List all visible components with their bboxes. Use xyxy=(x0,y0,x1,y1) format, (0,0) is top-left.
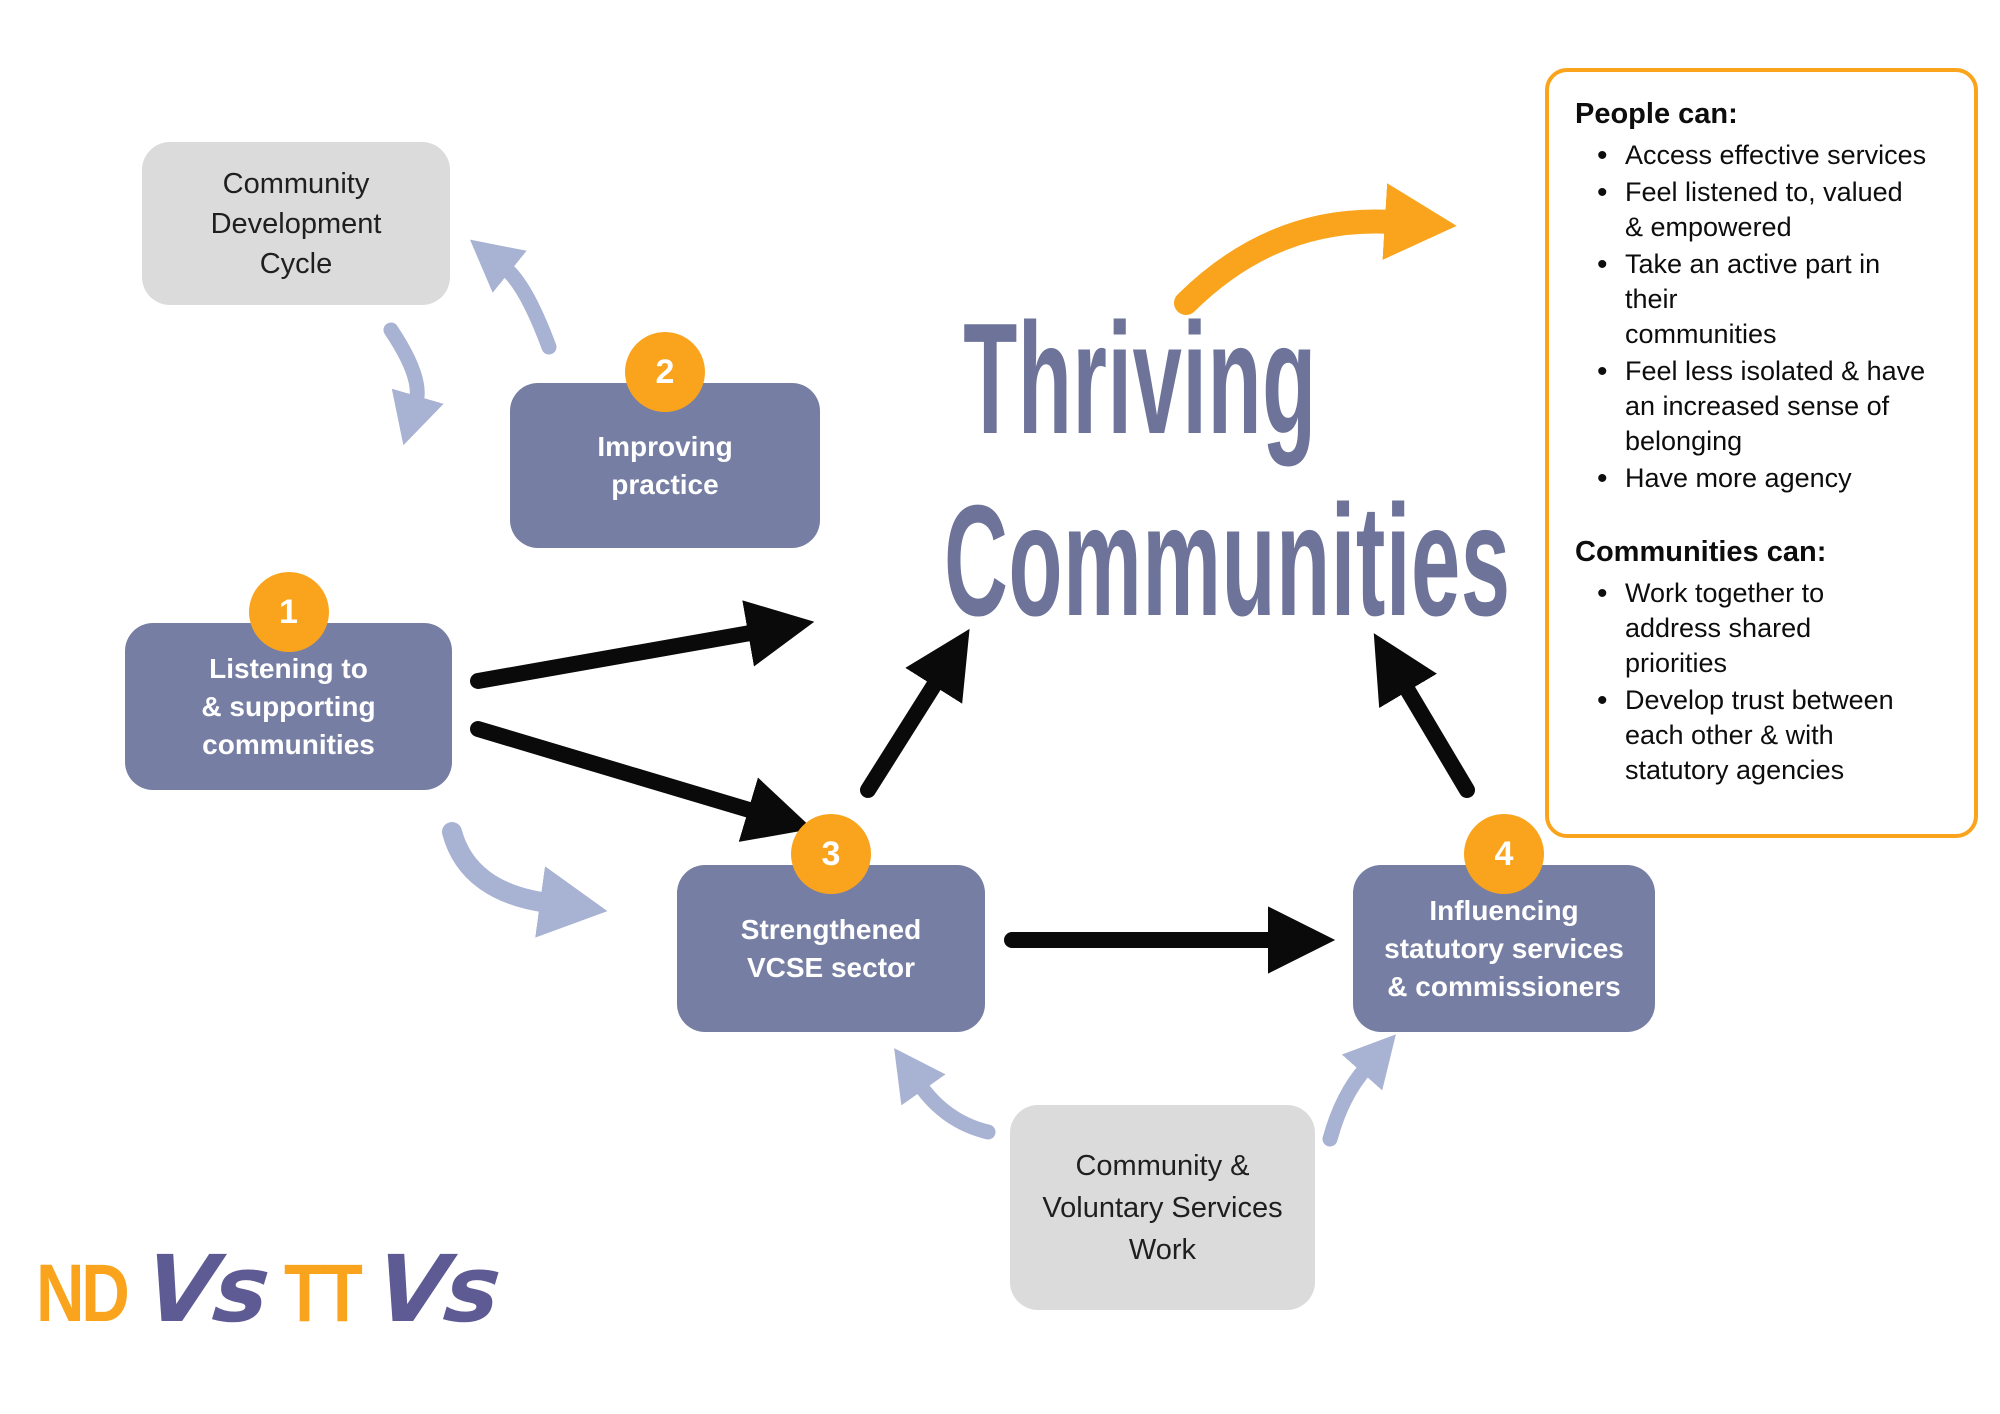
step1-label: Listening to & supporting communities xyxy=(201,652,376,760)
list-item: Feel less isolated & have an increased s… xyxy=(1597,354,1956,459)
step3-number-badge: 3 xyxy=(791,814,871,894)
list-item: Work together to address shared prioriti… xyxy=(1597,576,1956,681)
step2-label: Improving practice xyxy=(597,430,733,500)
page-title: Thriving Communities xyxy=(790,291,1511,649)
step3-label: Strengthened VCSE sector xyxy=(740,913,922,983)
list-item: Feel listened to, valued & empowered xyxy=(1597,175,1956,245)
step4-number-badge: 4 xyxy=(1464,814,1544,894)
arrow-cvsw-to-step3 xyxy=(894,1048,996,1140)
arrow-step1-to-step3-lavender xyxy=(442,822,608,938)
step2-number-badge: 2 xyxy=(625,332,705,412)
arrow-step1-to-title xyxy=(470,600,815,689)
step2-improving-practice-box: 2 Improving practice xyxy=(510,332,820,548)
list-item: Take an active part in their communities xyxy=(1597,247,1956,352)
communities-can-heading: Communities can: xyxy=(1575,536,1827,568)
people-can-list: Access effective services Feel listened … xyxy=(1575,138,1956,496)
community-voluntary-services-work-label: Community & Voluntary Services Work xyxy=(1042,1149,1283,1266)
ndvs-logo-vs: Vs xyxy=(140,1236,273,1343)
step4-influencing-statutory-box: 4 Influencing statutory services & commi… xyxy=(1353,814,1655,1032)
arrow-step3-to-title xyxy=(860,628,970,798)
step4-label: Influencing statutory services & commiss… xyxy=(1384,894,1624,1002)
communities-can-list: Work together to address shared prioriti… xyxy=(1575,576,1956,788)
page-title-line1: Thriving xyxy=(963,291,1317,467)
arrow-step1-to-step3 xyxy=(470,721,813,842)
list-item: Develop trust between each other & with … xyxy=(1597,683,1956,788)
step3-strengthened-vcse-box: 3 Strengthened VCSE sector xyxy=(677,814,985,1032)
community-development-cycle-box: Community Development Cycle xyxy=(142,142,450,305)
arrow-cvsw-to-step4 xyxy=(1322,1034,1396,1147)
arrow-cycle-down-from-cdc xyxy=(383,322,444,446)
arrow-cycle-up-to-cdc xyxy=(470,239,557,355)
community-development-cycle-label: Community Development Cycle xyxy=(210,167,382,280)
step1-listening-supporting-box: 1 Listening to & supporting communities xyxy=(125,572,452,790)
ttvs-logo-tt: TT xyxy=(284,1248,363,1339)
ttvs-logo-vs: Vs xyxy=(370,1236,503,1343)
outcomes-panel: People can: Access effective services Fe… xyxy=(1545,68,1978,838)
list-item: Access effective services xyxy=(1597,138,1956,173)
ndvs-logo-nd: ND xyxy=(36,1248,130,1339)
list-item: Have more agency xyxy=(1597,461,1956,496)
people-can-heading: People can: xyxy=(1575,98,1738,130)
arrow-step4-to-title xyxy=(1373,633,1475,798)
community-voluntary-services-work-box: Community & Voluntary Services Work xyxy=(1010,1105,1315,1310)
arrow-title-to-outcomes xyxy=(1174,183,1457,315)
step1-number-badge: 1 xyxy=(248,572,329,652)
page-title-line2: Communities xyxy=(944,473,1511,649)
